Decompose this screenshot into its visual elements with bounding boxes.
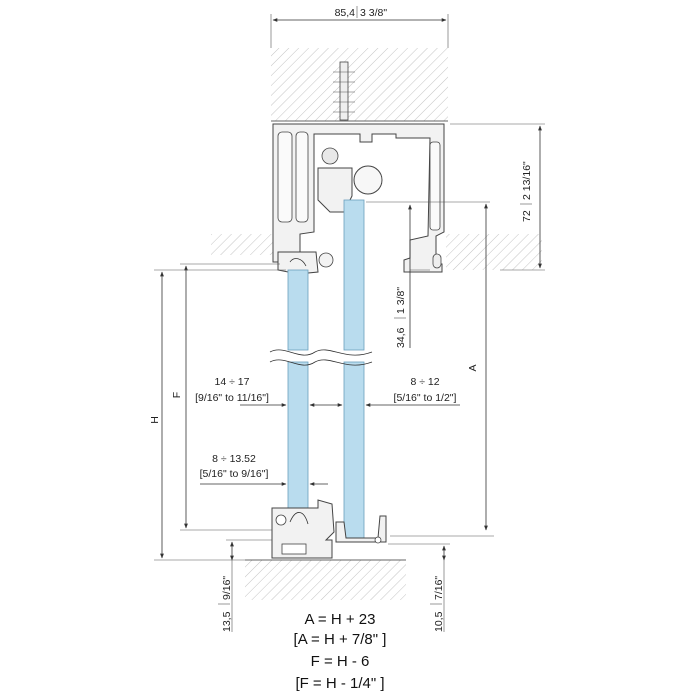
left-ceiling-slab bbox=[211, 234, 275, 255]
gap-left-label: 14 ÷ 17 bbox=[215, 376, 250, 388]
formula-a-inch: [A = H + 7/8" ] bbox=[294, 631, 387, 648]
break-line-top bbox=[269, 349, 373, 356]
right-height-inch-label: 2 13/16" bbox=[521, 161, 533, 200]
dim-f-label: F bbox=[171, 392, 183, 398]
gap-bottom-inch-label: [5/16" to 9/16"] bbox=[200, 468, 269, 480]
break-line-bottom bbox=[269, 359, 373, 366]
gap-left-inch-label: [9/16" to 11/16"] bbox=[195, 392, 269, 404]
formula-f: F = H - 6 bbox=[311, 653, 370, 670]
dim-a-label: A bbox=[467, 364, 479, 371]
gap-bottom-label: 8 ÷ 13.52 bbox=[212, 453, 256, 465]
ceiling-block bbox=[271, 48, 448, 121]
right-ceiling-slab bbox=[446, 234, 542, 270]
sliding-glass-panel bbox=[343, 199, 365, 543]
gap-right-inch-label: [5/16" to 1/2"] bbox=[394, 392, 457, 404]
anchor-screw bbox=[333, 61, 355, 121]
gap-right-label: 8 ÷ 12 bbox=[410, 376, 439, 388]
floor-right-label: 10,5 bbox=[433, 611, 445, 632]
floor-right-inch-label: 7/16" bbox=[433, 576, 445, 600]
top-glass-clamp bbox=[277, 251, 334, 275]
fixed-glass-panel bbox=[287, 269, 309, 515]
floor-slab bbox=[245, 560, 406, 600]
inner-height-label: 34,6 bbox=[395, 327, 407, 348]
right-height-label: 72 bbox=[521, 210, 533, 222]
top-width-label: 85,4 bbox=[335, 7, 356, 19]
formula-a: A = H + 23 bbox=[305, 611, 376, 628]
formula-f-inch: [F = H - 1/4" ] bbox=[295, 675, 384, 692]
floor-left-inch-label: 9/16" bbox=[221, 576, 233, 600]
top-width-inch-label: 3 3/8" bbox=[360, 7, 387, 19]
inner-height-inch-label: 1 3/8" bbox=[395, 287, 407, 314]
floor-left-label: 13,5 bbox=[221, 611, 233, 632]
bottom-floor-guide bbox=[271, 499, 387, 559]
dim-h-label: H bbox=[149, 416, 161, 424]
